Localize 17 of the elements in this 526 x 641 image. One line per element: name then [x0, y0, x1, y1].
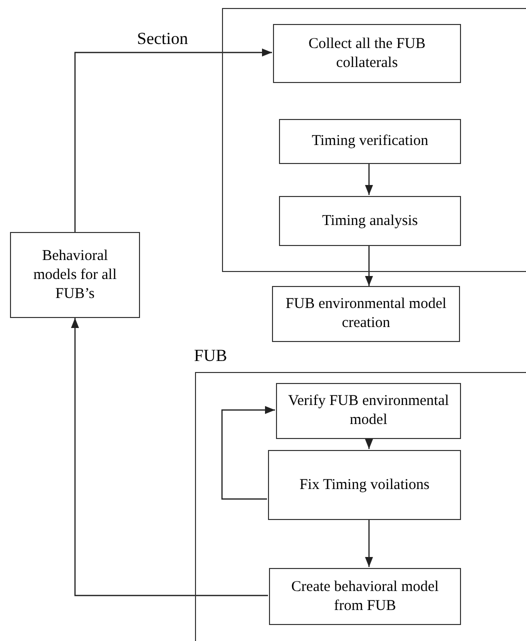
- arrow: [365, 438, 373, 449]
- process-box: Timing analysis: [279, 196, 461, 246]
- process-box: Collect all the FUB collaterals: [273, 24, 461, 83]
- process-box: FUB environmental model creation: [272, 286, 460, 342]
- arrow: [71, 318, 268, 596]
- arrow: [221, 406, 275, 500]
- process-box: Create behavioral model from FUB: [269, 568, 461, 625]
- arrow: [365, 245, 373, 286]
- arrow: [365, 519, 373, 567]
- frame-label: FUB: [194, 346, 228, 366]
- process-box: Fix Timing voilations: [268, 450, 461, 520]
- frame-label: Section: [137, 29, 188, 49]
- arrow: [74, 48, 272, 232]
- arrow: [365, 163, 373, 195]
- process-box: Timing verification: [279, 119, 461, 164]
- process-box: Behavioral models for all FUB’s: [10, 232, 140, 318]
- process-box: Verify FUB environmental model: [276, 383, 461, 439]
